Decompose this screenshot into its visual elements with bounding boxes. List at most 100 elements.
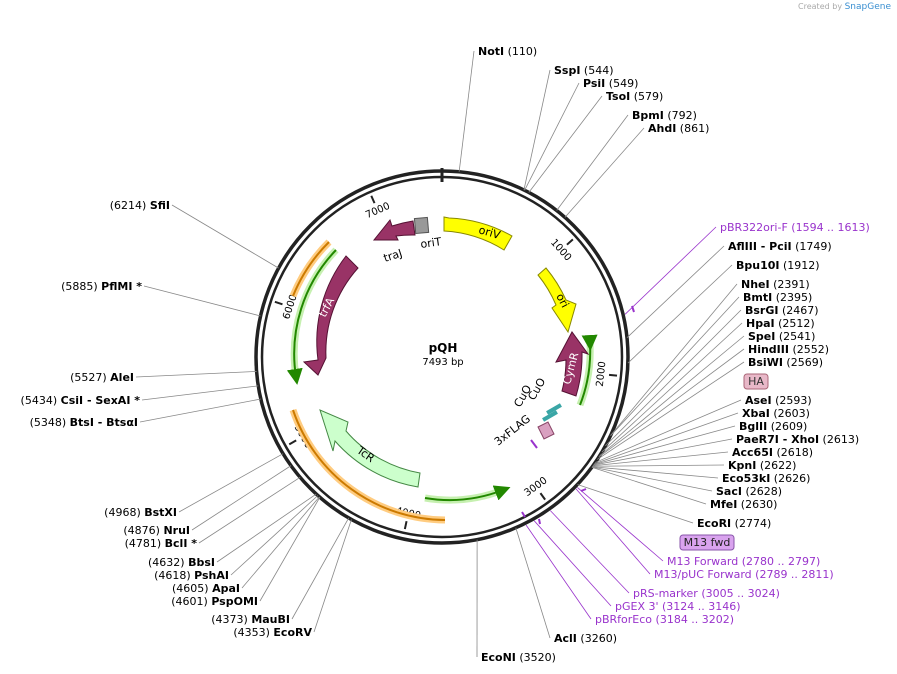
site-label: Bpu10I (1912) (736, 259, 820, 272)
leader-lines (135, 50, 745, 658)
site-label: BmtI (2395) (743, 291, 812, 304)
site-leader (139, 398, 261, 423)
feature-3xflag (537, 421, 555, 440)
site-leader (605, 309, 742, 447)
site-leader (528, 95, 603, 193)
site-leader (626, 245, 725, 338)
site-label: SspI (544) (554, 64, 614, 77)
site-leader (556, 114, 629, 211)
site-label: PsiI (549) (583, 77, 638, 90)
site-leader (577, 484, 694, 524)
feature-box-ha: HA (743, 373, 769, 390)
credit-brand: SnapGene (844, 2, 891, 12)
primer-leader (533, 520, 612, 607)
tick-mark (288, 439, 297, 446)
site-label: MfeI (2630) (710, 498, 777, 511)
site-leader (593, 425, 736, 465)
site-leader (143, 285, 261, 317)
site-leader (524, 82, 580, 191)
orf-arc-orange-top (292, 241, 330, 297)
site-labels: NotI (110) SspI (544)PsiI (549)TsoI (579)… (21, 45, 860, 664)
site-leader (592, 466, 719, 479)
site-leader (313, 519, 352, 633)
feature-cuo-1 (546, 403, 562, 415)
site-leader (259, 497, 321, 602)
site-leader (592, 451, 729, 467)
site-label: (4781) BclI * (125, 537, 198, 550)
site-label: BpmI (792) (632, 109, 697, 122)
site-leader (230, 495, 319, 576)
site-leader (591, 466, 713, 492)
site-leader (594, 399, 742, 463)
site-leader (191, 465, 292, 531)
site-leader (291, 517, 350, 620)
site-label: BsrGI (2467) (745, 304, 819, 317)
site-leader (597, 361, 745, 460)
primer-labels: pBR322ori-F (1594 .. 1613)M13 Forward (2… (595, 221, 870, 626)
site-label: (5527) AleI (70, 371, 134, 384)
site-label: (4618) PshAI (154, 569, 229, 582)
tick-mark (608, 373, 618, 377)
site-label: KpnI (2622) (728, 459, 796, 472)
site-label: NotI (110) (478, 45, 537, 58)
primer-leader (624, 226, 717, 315)
primer-leader (575, 488, 651, 575)
site-label: EcoNI (3520) (481, 651, 556, 664)
site-leader (598, 348, 745, 458)
feature-cuo-2-label: CuO (525, 376, 548, 403)
site-leader (564, 127, 645, 218)
site-leader (593, 438, 733, 466)
feature-ori-label: ori (553, 291, 571, 310)
orf-arc-tcr (424, 485, 511, 501)
site-label: (4353) EcoRV (233, 626, 312, 639)
site-leader (599, 335, 745, 457)
primer-label: M13/pUC Forward (2789 .. 2811) (654, 568, 834, 581)
site-label: (5885) PflMI * (61, 280, 142, 293)
site-leader (171, 204, 279, 269)
snapgene-credit: Created by SnapGene (798, 2, 891, 12)
site-label: AseI (2593) (745, 394, 812, 407)
site-leader (178, 453, 284, 513)
feature-traj-label: traJ (382, 247, 404, 265)
site-label: Acc65I (2618) (732, 446, 813, 459)
site-label: HpaI (2512) (746, 317, 815, 330)
primer-label: pBR322ori-F (1594 .. 1613) (720, 221, 870, 234)
site-label: (4605) ApaI (172, 582, 240, 595)
feature-orit-label: oriT (420, 235, 443, 251)
site-label: AclI (3260) (554, 632, 617, 645)
site-label: NheI (2391) (741, 278, 810, 291)
feature-box-m13fwd: M13 fwd (679, 534, 735, 551)
site-leader (141, 385, 259, 401)
site-leader (523, 69, 551, 191)
primer-label: pGEX 3' (3124 .. 3146) (615, 600, 741, 613)
primer-leader (550, 510, 630, 594)
site-label: PaeR7I - XhoI (2613) (736, 433, 859, 446)
orf-arcs (286, 239, 598, 524)
feature-cymr (555, 331, 590, 397)
site-label: EcoRI (2774) (697, 517, 771, 530)
site-label: (6214) SfiI (110, 199, 170, 212)
feature-3xflag-label: 3xFLAG (492, 412, 533, 448)
credit-prefix: Created by (798, 2, 843, 11)
plasmid-size: 7493 bp (422, 357, 463, 368)
site-label: AhdI (861) (648, 122, 709, 135)
site-label: Eco53kI (2626) (722, 472, 810, 485)
primer-label: pRS-marker (3005 .. 3024) (633, 587, 780, 600)
site-label: (5434) CsiI - SexAI * (21, 394, 141, 407)
feature-traj (372, 218, 416, 241)
feature-trfa (302, 255, 359, 376)
tick-mark (370, 195, 376, 204)
orf-arc-trfa (286, 249, 337, 385)
feature-box-ha-label: HA (748, 375, 764, 388)
site-label: AflIII - PciI (1749) (728, 240, 832, 253)
feature-box-m13fwd-label: M13 fwd (684, 536, 731, 549)
site-label: HindIII (2552) (748, 343, 829, 356)
tick-mark (539, 492, 546, 501)
site-label: TsoI (579) (606, 90, 663, 103)
site-label: SacI (2628) (716, 485, 782, 498)
site-leader (515, 527, 551, 639)
orf-arc-cymr (579, 334, 598, 406)
site-leader (594, 412, 739, 465)
primer-leader (577, 487, 664, 562)
